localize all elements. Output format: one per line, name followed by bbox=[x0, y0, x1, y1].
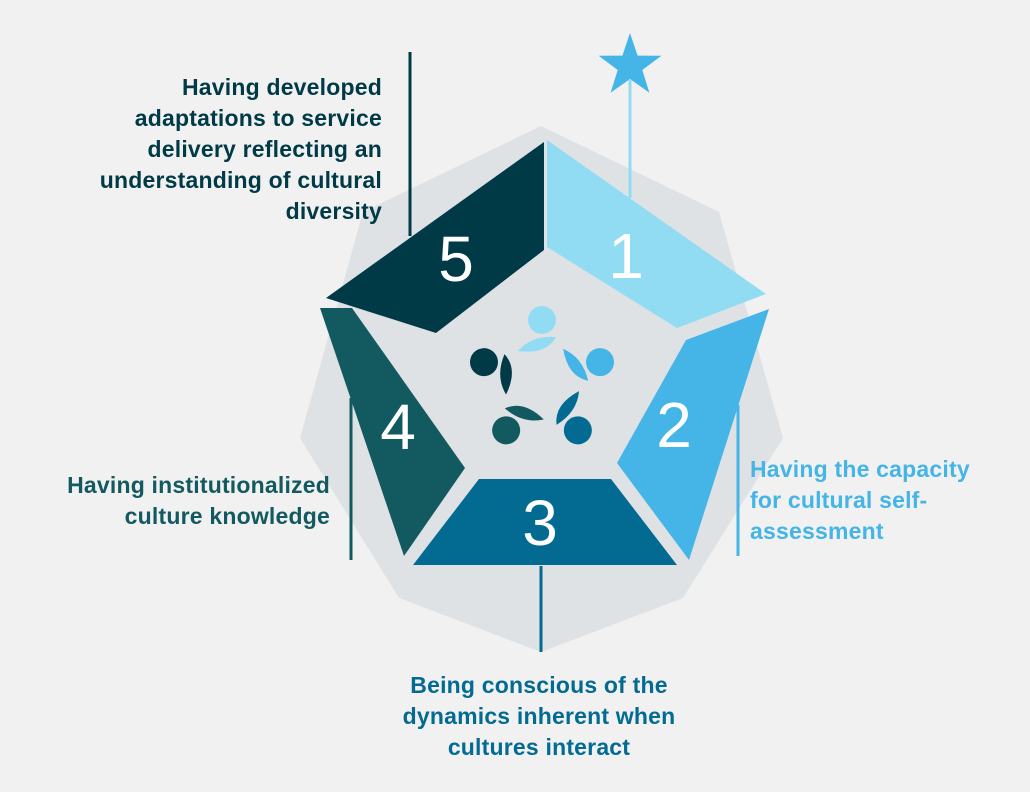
segment-1[interactable] bbox=[547, 140, 766, 328]
label-step-3-line: dynamics inherent when bbox=[402, 703, 676, 729]
segment-2[interactable] bbox=[617, 309, 769, 560]
label-step-3-line: Being conscious of the bbox=[410, 672, 668, 698]
label-step-5: Having developed adaptations to service … bbox=[100, 72, 382, 227]
label-step-5-line: understanding of cultural bbox=[99, 167, 382, 193]
segment-number-3: 3 bbox=[522, 487, 558, 559]
segment-4[interactable] bbox=[320, 308, 465, 556]
segment-number-4: 4 bbox=[380, 391, 416, 463]
label-step-2: Having the capacity for cultural self- a… bbox=[750, 454, 970, 547]
label-step-5-line: delivery reflecting an bbox=[147, 136, 382, 162]
segment-3[interactable] bbox=[413, 479, 677, 565]
people-circle-icon bbox=[469, 306, 615, 445]
label-step-2-line: Having the capacity bbox=[750, 456, 970, 482]
label-step-5-line: diversity bbox=[285, 198, 382, 224]
label-step-5-line: adaptations to service bbox=[134, 105, 382, 131]
label-step-5-line: Having developed bbox=[181, 74, 382, 100]
label-step-2-line: assessment bbox=[750, 518, 884, 544]
label-step-3: Being conscious of the dynamics inherent… bbox=[398, 670, 680, 763]
label-step-2-line: for cultural self- bbox=[750, 487, 928, 513]
segment-5[interactable] bbox=[326, 142, 544, 333]
segment-number-2: 2 bbox=[656, 389, 692, 461]
label-step-4-line: culture knowledge bbox=[124, 503, 330, 529]
label-step-4: Having institutionalized culture knowled… bbox=[67, 470, 330, 532]
label-step-3-line: cultures interact bbox=[447, 734, 631, 760]
segment-number-1: 1 bbox=[608, 220, 644, 292]
label-step-4-line: Having institutionalized bbox=[67, 472, 330, 498]
star-icon bbox=[598, 33, 662, 93]
segment-number-5: 5 bbox=[438, 223, 474, 295]
